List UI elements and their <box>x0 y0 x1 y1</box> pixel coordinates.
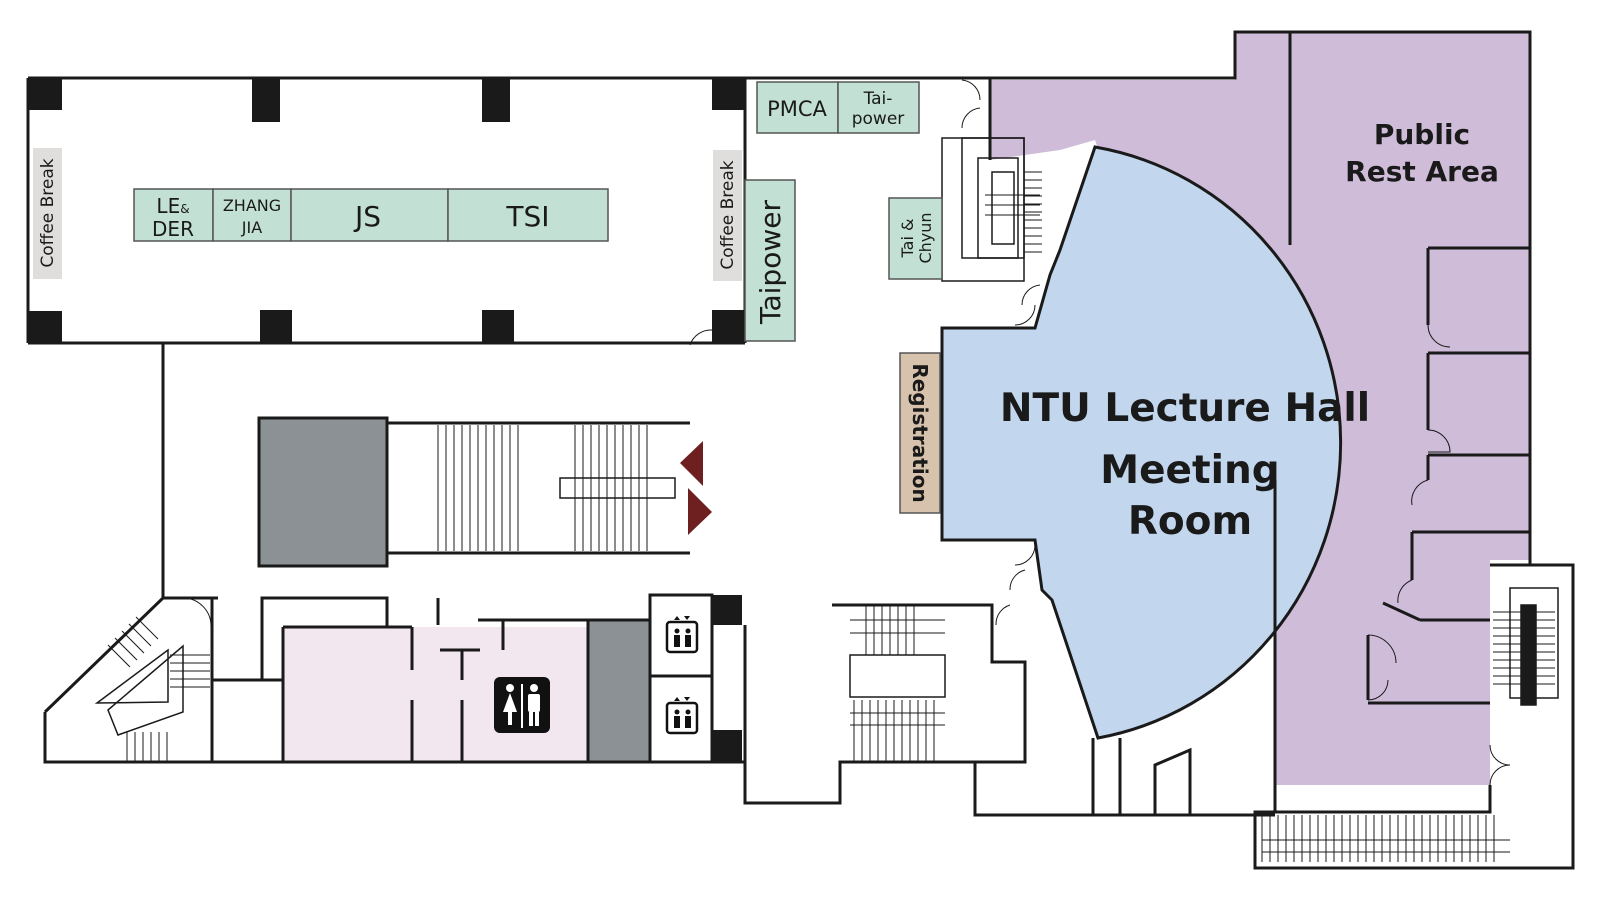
elevator-icon[interactable] <box>665 616 699 654</box>
restroom-icon[interactable] <box>494 677 550 733</box>
escalator-treads <box>437 425 648 551</box>
east-stair <box>1509 587 1559 706</box>
booth-js[interactable] <box>290 188 449 242</box>
south-posts <box>1091 738 1192 815</box>
lecture-hall-wall <box>940 145 1343 740</box>
elevator-shaft-block <box>257 416 389 568</box>
coffee-break-right-tag <box>713 150 742 281</box>
booth-pmca[interactable] <box>756 81 839 134</box>
restroom-walls <box>260 596 588 762</box>
registration-desk[interactable] <box>899 352 941 514</box>
booth-tai-chyun-label: Tai & <box>898 219 917 259</box>
booth-tai-chyun-label-2: Chyun <box>916 212 935 263</box>
southwest-stair-treads <box>107 616 210 762</box>
south-lobby-wall <box>743 625 1275 817</box>
booth-tsi-label: TSI <box>505 200 549 233</box>
rest-area-label-1: Public <box>1374 118 1470 151</box>
booth-zhang-jia[interactable] <box>212 188 292 242</box>
east-building-wall <box>990 30 1532 565</box>
elevator-walls <box>648 593 714 764</box>
side-rooms <box>1273 246 1530 812</box>
lecture-hall-title: NTU Lecture Hall <box>1000 386 1370 431</box>
coffee-break-right-label: Coffee Break <box>718 160 738 269</box>
lecture-stair <box>849 654 946 698</box>
rest-area-label-2: Rest Area <box>1345 155 1499 188</box>
booth-le-der-label: LE& <box>156 194 189 218</box>
lecture-hall-subtitle-1: Meeting <box>1100 448 1279 493</box>
lecture-hall-subtitle-2: Room <box>1128 499 1252 544</box>
elevator-core <box>586 618 652 764</box>
southwest-stair <box>94 644 184 736</box>
booth-tsi[interactable] <box>447 188 609 242</box>
booth-le-der[interactable] <box>133 188 214 242</box>
booth-tai-chyun[interactable] <box>888 197 943 280</box>
escalator-handrail <box>559 477 676 499</box>
coffee-break-left-label: Coffee Break <box>38 158 58 267</box>
booth-taipower-small-label: Tai- <box>863 89 893 109</box>
booth-taipower-label: Taipower <box>754 200 787 325</box>
escalator-frame <box>387 421 690 555</box>
booth-le-der-label-2: DER <box>152 217 194 241</box>
booth-zhang-jia-label-2: JIA <box>241 218 262 237</box>
elevator-icon[interactable] <box>665 697 699 735</box>
north-stair <box>941 137 1025 282</box>
east-stair-wall <box>1253 563 1575 870</box>
booth-taipower-small[interactable] <box>837 81 920 134</box>
pillars <box>28 78 745 762</box>
lecture-stair-treads <box>850 605 945 762</box>
booth-zhang-jia-label: ZHANG <box>223 196 281 215</box>
southwest-wall <box>43 596 745 764</box>
booth-taipower-small-label-2: power <box>852 109 905 129</box>
north-stair-treads <box>985 171 1042 253</box>
east-stair-block <box>832 603 1027 764</box>
registration-label: Registration <box>908 363 932 502</box>
booth-pmca-label: PMCA <box>767 97 827 121</box>
lecture-hall-room[interactable] <box>942 147 1341 738</box>
south-steps <box>1261 815 1510 862</box>
booth-taipower[interactable] <box>744 179 796 342</box>
escalator-arrow-icon <box>680 441 712 535</box>
coffee-break-left-tag <box>33 148 62 279</box>
booth-js-label: JS <box>353 200 381 233</box>
east-stair-treads <box>1493 611 1555 685</box>
